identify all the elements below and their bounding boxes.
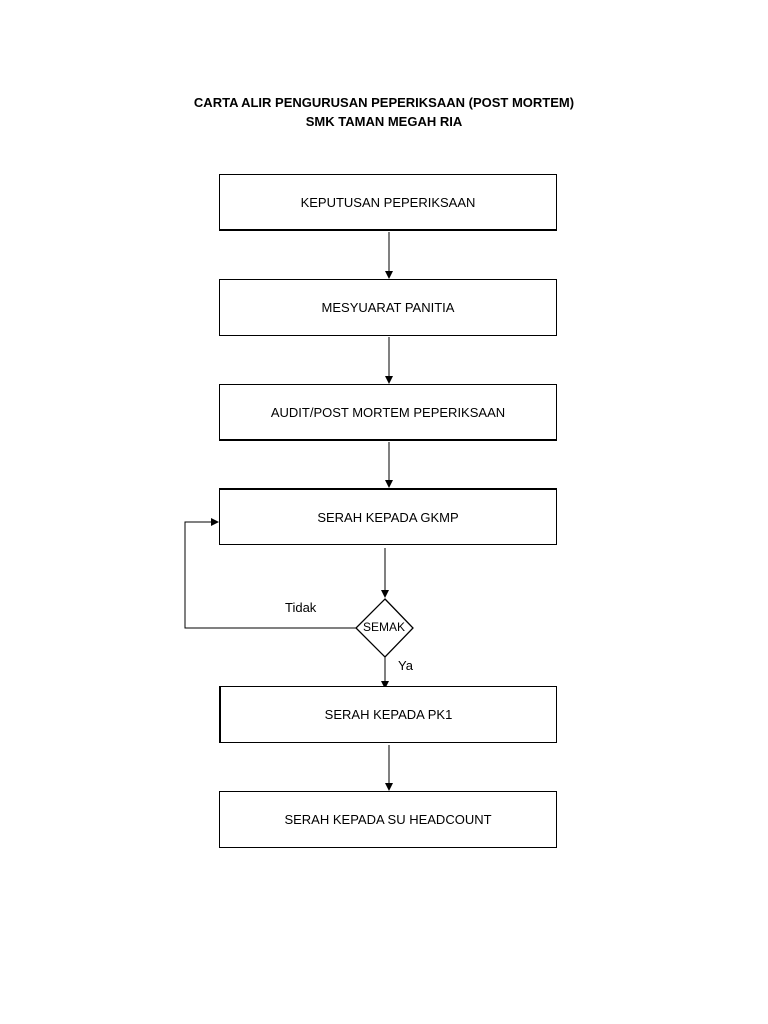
decision-yes-label: Ya [398, 658, 413, 673]
step-box-serah-gkmp: SERAH KEPADA GKMP [219, 488, 557, 545]
step-box-mesyuarat: MESYUARAT PANITIA [219, 279, 557, 336]
chart-title-line-1: CARTA ALIR PENGURUSAN PEPERIKSAAN (POST … [193, 95, 575, 110]
step-label: SERAH KEPADA GKMP [317, 509, 459, 525]
step-box-serah-su-headcount: SERAH KEPADA SU HEADCOUNT [219, 791, 557, 848]
step-label: MESYUARAT PANITIA [321, 300, 455, 315]
step-box-keputusan: KEPUTUSAN PEPERIKSAAN [219, 174, 557, 231]
chart-title-line-2: SMK TAMAN MEGAH RIA [305, 114, 463, 129]
step-label: AUDIT/POST MORTEM PEPERIKSAAN [270, 404, 506, 420]
step-label: SERAH KEPADA PK1 [324, 707, 453, 722]
arrow-decision-loop-back [184, 518, 356, 629]
step-box-serah-pk1: SERAH KEPADA PK1 [219, 686, 557, 743]
decision-no-label: Tidak [285, 600, 317, 615]
step-label: KEPUTUSAN PEPERIKSAAN [300, 194, 476, 210]
step-box-audit: AUDIT/POST MORTEM PEPERIKSAAN [219, 384, 557, 441]
step-label: SERAH KEPADA SU HEADCOUNT [284, 812, 492, 827]
decision-label: SEMAK [362, 620, 405, 634]
